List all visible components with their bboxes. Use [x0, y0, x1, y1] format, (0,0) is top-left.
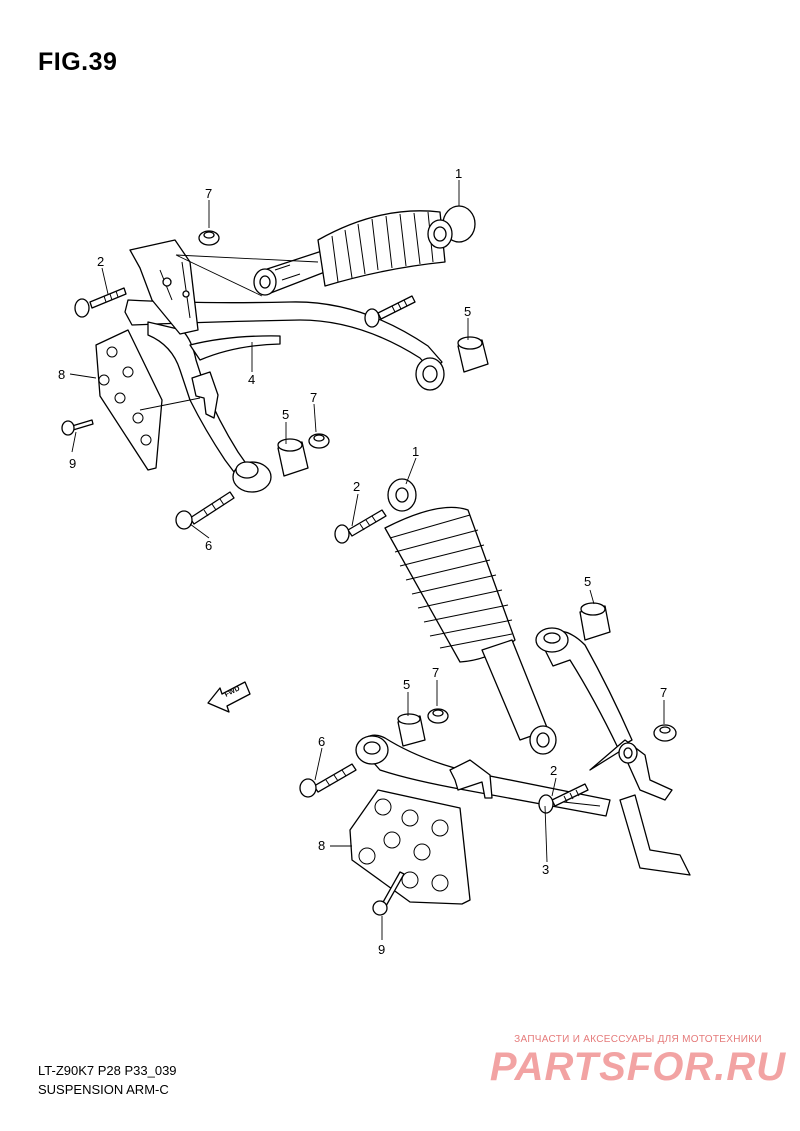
watermark: ЗАПЧАСТИ И АКСЕССУАРЫ ДЛЯ МОТОТЕХНИКИ PA…: [488, 1034, 788, 1089]
callout-lower-arm: 3: [542, 862, 549, 877]
callout-lower-shock-bolt: 2: [353, 479, 360, 494]
callout-lower-nut-right: 7: [660, 685, 667, 700]
callout-upper-long-bolt: 6: [205, 538, 212, 553]
model-code: LT-Z90K7 P28 P33_039: [38, 1063, 177, 1078]
lower-assembly: [299, 478, 691, 916]
callout-lower-long-bolt: 6: [318, 734, 325, 749]
upper-bushing-left: [277, 438, 309, 477]
upper-shock-absorber: [253, 205, 476, 296]
callout-lower-arm-bolt: 2: [550, 763, 557, 778]
upper-shock-bolt: [364, 295, 416, 328]
lower-screw: [372, 871, 405, 916]
callout-upper-footplate: 8: [58, 367, 65, 382]
upper-suspension-arm: [124, 239, 445, 493]
section-name: SUSPENSION ARM-C: [38, 1082, 169, 1097]
lower-shock-absorber: [384, 478, 557, 755]
watermark-brand: PARTSFOR.RU: [489, 1045, 787, 1089]
callout-upper-shock: 1: [455, 166, 462, 181]
callout-upper-nut-left: 7: [310, 390, 317, 405]
callout-labels: 1 2 7 5 4 8 9 5 7 6 1 2 5 7 5 7 6 2 8 3 …: [58, 166, 667, 957]
lower-long-bolt: [299, 763, 357, 798]
callout-lower-shock: 1: [412, 444, 419, 459]
upper-footplate: [95, 329, 163, 471]
diagram-footer: LT-Z90K7 P28 P33_039 SUSPENSION ARM-C: [38, 1061, 177, 1099]
upper-long-bolt: [175, 491, 235, 530]
fwd-direction-arrow: FWD: [207, 681, 251, 713]
callout-lower-bushing-left: 5: [403, 677, 410, 692]
upper-nut-left: [308, 433, 330, 449]
callout-upper-bolt: 2: [97, 254, 104, 269]
lower-nut-right: [653, 724, 677, 742]
watermark-tagline: ЗАПЧАСТИ И АКСЕССУАРЫ ДЛЯ МОТОТЕХНИКИ: [514, 1034, 762, 1045]
lower-arm-bolt: [538, 783, 589, 814]
upper-screw: [61, 419, 94, 436]
leader-lines: [69, 180, 665, 940]
callout-lower-footplate: 8: [318, 838, 325, 853]
lower-bushing-right: [579, 602, 611, 641]
callout-lower-screw: 9: [378, 942, 385, 957]
lower-upper-arm: [535, 627, 633, 749]
upper-assembly: [61, 205, 489, 530]
lower-footplate: [349, 789, 471, 905]
upper-nut: [198, 230, 220, 246]
callout-upper-bushing-right: 5: [464, 304, 471, 319]
callout-upper-nut: 7: [205, 186, 212, 201]
upper-bolt: [74, 287, 127, 318]
upper-bushing-right: [457, 336, 489, 373]
figure-title: FIG.39: [38, 48, 118, 76]
lower-bushing-left: [397, 713, 426, 747]
lower-nut-left: [427, 708, 449, 724]
lower-shock-bolt: [334, 509, 387, 544]
callout-lower-nut-left: 7: [432, 665, 439, 680]
callout-upper-arm: 4: [248, 372, 255, 387]
callout-lower-bushing-right: 5: [584, 574, 591, 589]
callout-upper-screw: 9: [69, 456, 76, 471]
callout-upper-bushing-left: 5: [282, 407, 289, 422]
